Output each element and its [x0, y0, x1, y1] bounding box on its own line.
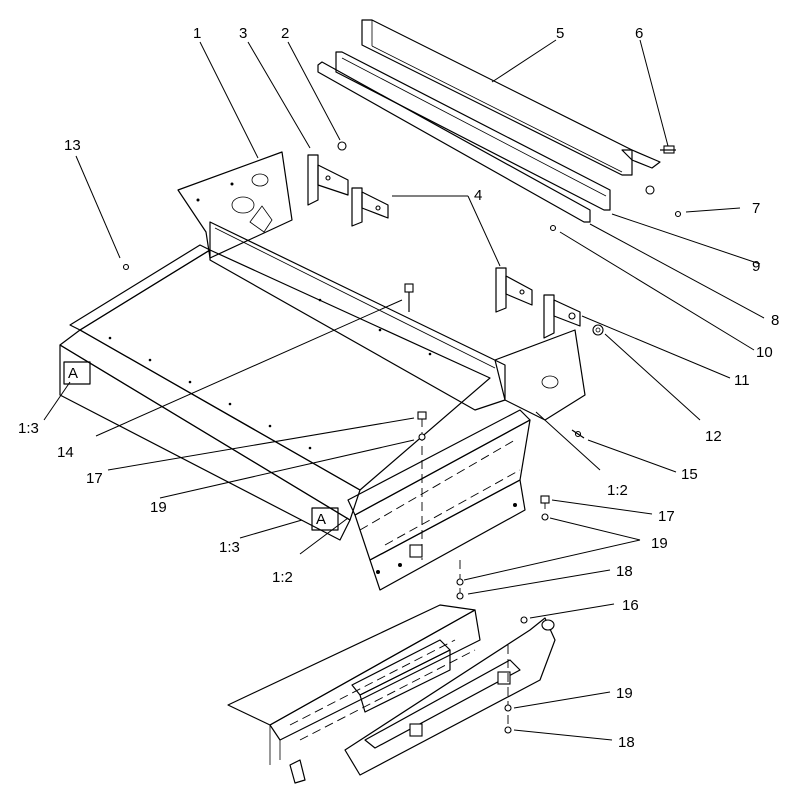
part-12-nut	[592, 324, 604, 336]
part-8-strip	[335, 51, 611, 211]
leader-lines	[43, 39, 765, 741]
callout-1-3-bottom: 1:3	[219, 539, 240, 556]
callout-7: 7	[752, 200, 760, 217]
svg-text:A: A	[68, 365, 78, 382]
callout-1-3-left: 1:3	[18, 420, 39, 437]
part-4-bracket-lower	[495, 267, 581, 339]
callout-5: 5	[556, 25, 564, 42]
callout-15: 15	[681, 466, 698, 483]
callout-14: 14	[57, 444, 74, 461]
part-3-bracket	[307, 154, 349, 206]
part-5-angle-bar	[361, 19, 661, 195]
callout-13: 13	[64, 137, 81, 154]
callout-1: 1	[193, 25, 201, 42]
callout-9: 9	[752, 258, 760, 275]
callout-1-2-bottom: 1:2	[272, 569, 293, 586]
lower-carriage	[227, 604, 556, 784]
main-deck-frame: A A	[59, 221, 586, 541]
callout-2: 2	[281, 25, 289, 42]
callout-4: 4	[474, 187, 482, 204]
callout-1-2-right: 1:2	[607, 482, 628, 499]
callout-19-upper: 19	[150, 499, 167, 516]
callout-19-lower: 19	[616, 685, 633, 702]
part-6-bolt	[660, 145, 676, 154]
callout-11: 11	[734, 372, 750, 389]
callout-17-upper: 17	[86, 470, 103, 487]
part-15-bolt	[571, 429, 585, 439]
callout-19-right: 19	[651, 535, 668, 552]
callout-16: 16	[622, 597, 639, 614]
hardware-small	[122, 210, 682, 438]
callout-17-right: 17	[658, 508, 675, 525]
callout-18-upper: 18	[616, 563, 633, 580]
callout-8: 8	[771, 312, 779, 329]
rivet-row	[108, 298, 432, 450]
part-1-side-plate	[177, 151, 293, 259]
callout-10: 10	[756, 344, 773, 361]
callout-12: 12	[705, 428, 722, 445]
side-channel-arm	[347, 409, 550, 600]
svg-text:A: A	[316, 511, 326, 528]
part-2-nut	[337, 141, 347, 151]
part-4-bracket-upper	[351, 187, 389, 227]
callout-labels: 1 3 2 5 6 13 4 7 9 8 10 11 12 15 1:3 14 …	[18, 25, 779, 751]
callout-3: 3	[239, 25, 247, 42]
callout-18-lower: 18	[618, 734, 635, 751]
callout-6: 6	[635, 25, 643, 42]
part-10-strip	[317, 61, 591, 223]
